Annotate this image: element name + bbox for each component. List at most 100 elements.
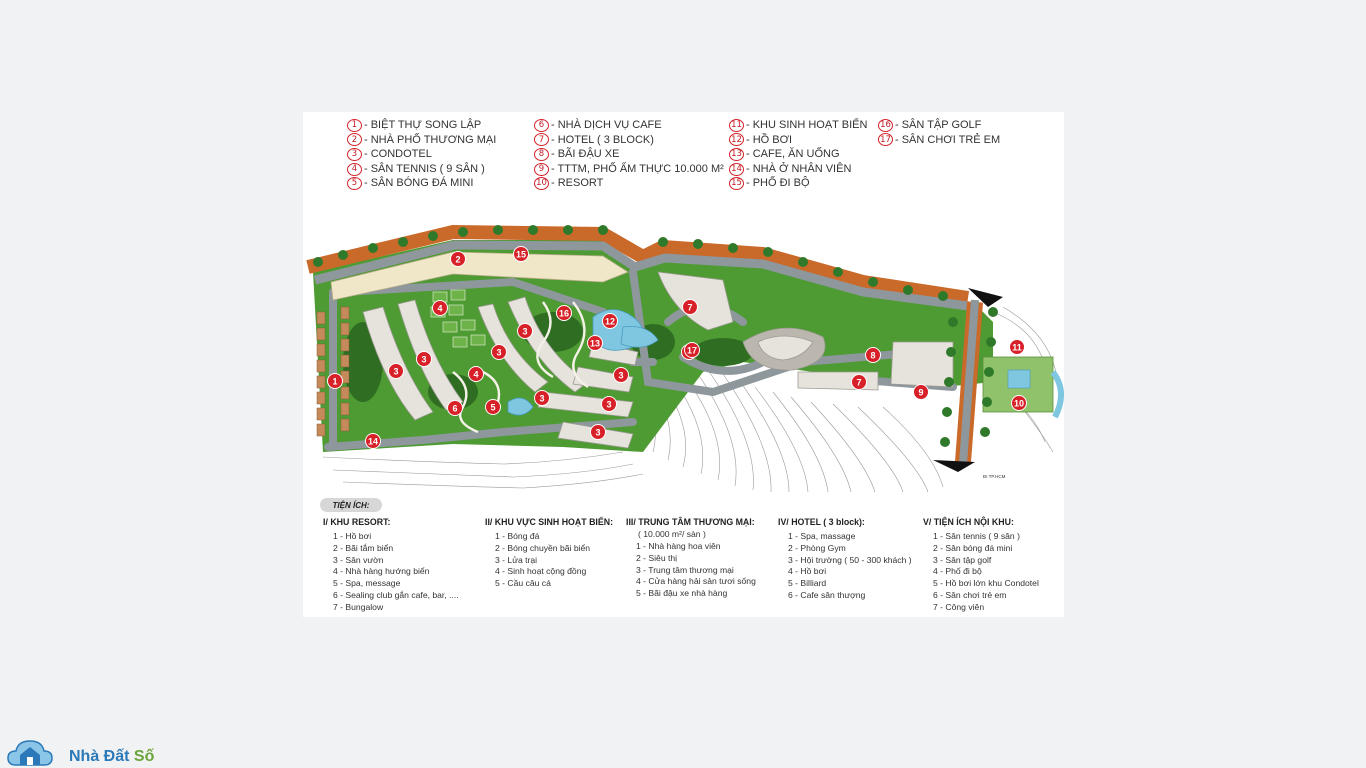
map-marker-number: 3 <box>618 370 623 380</box>
legend-number-badge: 7 <box>534 133 549 147</box>
legend-item: 17- SÂN CHƠI TRẺ EM <box>878 133 1000 148</box>
shophouse-strip <box>330 251 629 301</box>
amenities-item: 6 - Sân chơi trẻ em <box>933 589 1007 600</box>
legend-label: - KHU SINH HOẠT BIỂN <box>746 119 868 131</box>
map-marker-number: 2 <box>455 254 460 264</box>
map-marker-number: 3 <box>522 326 527 336</box>
legend-item: 10- RESORT <box>534 176 724 191</box>
amenities-item: 5 - Billiard <box>788 578 827 589</box>
legend-item: 3- CONDOTEL <box>347 147 496 162</box>
legend-item: 16- SÂN TẬP GOLF <box>878 118 1000 133</box>
map-marker: 7 <box>682 299 698 315</box>
map-marker: 3 <box>601 396 617 412</box>
amenities-heading: I/ KHU RESORT: <box>323 517 391 527</box>
amenities-item: 5 - Bãi đậu xe nhà hàng <box>636 588 728 599</box>
legend-number-badge: 12 <box>729 133 744 147</box>
legend-label: - TTTM, PHỐ ẨM THỰC 10.000 M² <box>551 162 724 175</box>
legend-item: 15- PHỐ ĐI BỘ <box>729 176 867 191</box>
map-marker: 11 <box>1009 339 1025 355</box>
amenities-item: 2 - Siêu thị <box>636 552 678 563</box>
masterplan-map: ĐI TP.HCM <box>306 224 1064 493</box>
map-marker-number: 4 <box>473 369 478 379</box>
map-marker: 16 <box>556 305 572 321</box>
legend-item: 6- NHÀ DỊCH VỤ CAFE <box>534 118 724 133</box>
map-marker: 3 <box>388 363 404 379</box>
amenities-item: 1 - Spa, massage <box>788 531 856 541</box>
amenities-item: 3 - Sân tập golf <box>933 554 992 565</box>
map-marker-number: 3 <box>595 427 600 437</box>
amenities-heading: III/ TRUNG TÂM THƯƠNG MẠI: <box>626 517 755 527</box>
map-marker-number: 11 <box>1012 342 1022 352</box>
map-marker-number: 17 <box>687 345 697 355</box>
map-marker-number: 1 <box>332 376 337 386</box>
legend-number-badge: 1 <box>347 118 362 132</box>
amenities-item: 2 - Sân bóng đá mini <box>933 542 1013 553</box>
amenities-item: 5 - Cầu câu cá <box>495 578 551 589</box>
roadside-trees <box>313 225 998 447</box>
map-marker: 3 <box>534 390 550 406</box>
amenities-item: 3 - Sân vườn <box>333 554 384 565</box>
amenities-item: 1 - Nhà hàng hoa viên <box>636 541 721 551</box>
legend-label: - BIỆT THỰ SONG LẬP <box>364 119 482 131</box>
legend-label: - HOTEL ( 3 BLOCK) <box>551 133 654 146</box>
map-marker-number: 3 <box>421 354 426 364</box>
map-markers: 215416121377879111017133333333345614 <box>327 246 1027 449</box>
amenities-item: 4 - Nhà hàng hướng biển <box>333 566 430 577</box>
map-marker-number: 4 <box>437 303 442 313</box>
legend-label: - NHÀ Ở NHÂN VIÊN <box>746 162 852 175</box>
amenities-item: 4 - Hồ bơi <box>788 566 827 577</box>
map-marker-number: 14 <box>368 436 378 446</box>
legend-number-badge: 11 <box>729 118 744 132</box>
map-marker: 2 <box>450 251 466 267</box>
amenities-item: 5 - Spa, message <box>333 578 401 589</box>
map-marker: 4 <box>432 300 448 316</box>
amenities-item: 1 - Hồ bơi <box>333 531 372 541</box>
legend-label: - RESORT <box>551 177 604 190</box>
amenities-item: 2 - Bóng chuyền bãi biển <box>495 542 591 553</box>
map-marker: 14 <box>365 433 381 449</box>
map-marker: 17 <box>684 342 700 358</box>
map-marker-number: 16 <box>559 308 569 318</box>
legend-item: 8- BÃI ĐẬU XE <box>534 147 724 162</box>
sea-edge <box>1050 370 1064 419</box>
legend-label: - NHÀ DỊCH VỤ CAFE <box>551 119 662 131</box>
amenities-item: 3 - Hội trường ( 50 - 300 khách ) <box>788 554 912 565</box>
amenities-item: 1 - Sân tennis ( 9 sân ) <box>933 531 1020 541</box>
map-marker-number: 6 <box>452 403 457 413</box>
legend-item: 7- HOTEL ( 3 BLOCK) <box>534 133 724 148</box>
map-marker: 3 <box>491 344 507 360</box>
map-marker-number: 5 <box>490 402 495 412</box>
map-marker: 5 <box>485 399 501 415</box>
amenities-item: 6 - Sealing club gắn cafe, bar, .... <box>333 589 459 600</box>
amenities-item: 1 - Bóng đá <box>495 531 540 541</box>
route-label: ĐI TP.HCM <box>983 474 1006 479</box>
legend-number-badge: 10 <box>534 177 549 191</box>
amenities-column-commercial: III/ TRUNG TÂM THƯƠNG MẠI:( 10.000 m²/ s… <box>626 517 756 600</box>
map-marker-number: 15 <box>516 249 526 259</box>
legend-label: - SÂN TENNIS ( 9 SÂN ) <box>364 162 485 175</box>
map-marker: 3 <box>416 351 432 367</box>
legend-number-badge: 5 <box>347 177 362 191</box>
legend-label: - HỒ BƠI <box>746 133 793 146</box>
amenities-heading: IV/ HOTEL ( 3 block): <box>778 517 865 527</box>
south-arrow <box>933 460 975 472</box>
garden-paths <box>452 301 589 434</box>
legend-label: - PHỐ ĐI BỘ <box>746 177 810 190</box>
map-marker-number: 9 <box>918 387 923 397</box>
resort-access-road <box>959 299 979 465</box>
legend-label: - CAFE, ĂN UỐNG <box>746 148 840 161</box>
amenities-badge: TIỆN ÍCH: <box>320 498 382 512</box>
legend-item: 5- SÂN BÓNG ĐÁ MINI <box>347 176 496 191</box>
legend-label: - SÂN CHƠI TRẺ EM <box>895 133 1001 146</box>
map-marker-number: 7 <box>856 377 861 387</box>
map-marker: 12 <box>602 313 618 329</box>
map-marker: 15 <box>513 246 529 262</box>
map-marker-number: 8 <box>870 350 875 360</box>
legend-item: 13- CAFE, ĂN UỐNG <box>729 147 867 162</box>
map-marker-number: 10 <box>1014 398 1024 408</box>
amenities-item: 4 - Cửa hàng hải sản tươi sống <box>636 576 756 587</box>
